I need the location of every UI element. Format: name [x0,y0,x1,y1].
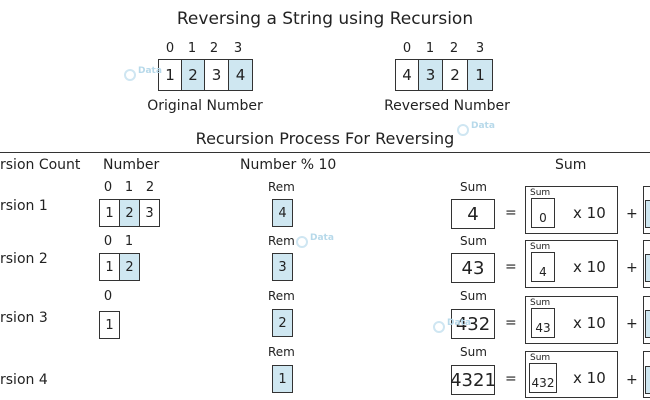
row-label: rsion 1 [0,198,48,214]
index-label: 2 [209,41,219,56]
watermark: Data [447,318,471,328]
equals-sign: = [505,259,517,275]
array-cell-highlighted: 1 [467,59,493,91]
sum-result-box: 4 [451,199,495,229]
inner-sum-label: Sum [530,353,551,363]
watermark-logo-icon [296,236,308,248]
sum-label: Sum [460,345,487,359]
rem-term-box [645,254,650,282]
inner-sum-box: 0 [531,198,555,228]
equals-sign: = [505,205,517,221]
array-cell: 1 [99,199,120,227]
header-number-mod-10: Number % 10 [240,157,337,173]
watermark-logo-icon [433,321,445,333]
sum-result-box: 432 [451,309,495,339]
sum-result-box: 43 [451,253,495,283]
plus-sign: + [626,260,638,276]
rem-label: Rem [268,180,295,194]
index-label: 1 [425,41,435,56]
sum-label: Sum [460,289,487,303]
times-ten: x 10 [573,369,606,387]
inner-sum-label: Sum [530,298,551,308]
remainder-cell: 4 [272,199,293,227]
times-ten: x 10 [573,204,606,222]
divider [0,152,650,153]
remainder-cell: 3 [272,253,293,281]
times-ten: x 10 [573,314,606,332]
array-cell-highlighted: 2 [181,59,205,91]
rem-term-box [645,366,650,394]
index-label: 0 [165,41,175,56]
row-label: rsion 3 [0,310,48,326]
index-label: 2 [449,41,459,56]
plus-sign: + [626,206,638,222]
index-label: 0 [103,180,113,195]
watermark-logo-icon [457,124,469,136]
rem-label: Rem [268,345,295,359]
array-cell: 4 [395,59,419,91]
inner-sum-box: 43 [531,308,555,338]
index-label: 1 [124,234,134,249]
header-count: rsion Count [0,157,81,173]
reversed-number-label: Reversed Number [384,98,510,114]
watermark: Data [138,66,162,76]
rem-term-box [645,310,650,338]
header-sum: Sum [555,157,587,173]
row-label: rsion 2 [0,251,48,267]
index-label: 0 [103,289,113,304]
array-cell-highlighted: 3 [418,59,443,91]
inner-sum-label: Sum [530,242,551,252]
equals-sign: = [505,315,517,331]
watermark: Data [471,121,495,131]
array-cell: 2 [442,59,468,91]
rem-label: Rem [268,234,295,248]
sum-label: Sum [460,180,487,194]
index-label: 3 [475,41,485,56]
index-label: 1 [187,41,197,56]
array-cell-highlighted: 4 [228,59,253,91]
process-title: Recursion Process For Reversing [195,129,455,148]
sum-label: Sum [460,234,487,248]
sum-result-box: 4321 [450,365,496,395]
inner-sum-label: Sum [530,188,551,198]
rem-term-box [645,200,650,228]
index-label: 0 [103,234,113,249]
header-number: Number [103,157,160,173]
original-number-label: Original Number [147,98,263,114]
watermark: Data [310,233,334,243]
plus-sign: + [626,316,638,332]
array-cell: 1 [99,253,120,281]
remainder-cell: 2 [272,309,293,337]
watermark-logo-icon [124,69,136,81]
row-label: rsion 4 [0,372,48,388]
array-cell: 1 [158,59,182,91]
inner-sum-box: 432 [529,363,557,393]
index-label: 3 [233,41,243,56]
index-label: 0 [402,41,412,56]
array-cell-highlighted: 2 [119,199,140,227]
inner-sum-box: 4 [531,252,555,282]
array-cell: 3 [139,199,160,227]
remainder-cell: 1 [272,365,293,393]
array-cell-highlighted: 2 [119,253,140,281]
diagram-title: Reversing a String using Recursion [176,9,474,29]
rem-label: Rem [268,289,295,303]
index-label: 1 [124,180,134,195]
plus-sign: + [626,372,638,388]
times-ten: x 10 [573,258,606,276]
index-label: 2 [145,180,155,195]
array-cell: 3 [204,59,229,91]
array-cell: 1 [99,311,120,339]
equals-sign: = [505,371,517,387]
